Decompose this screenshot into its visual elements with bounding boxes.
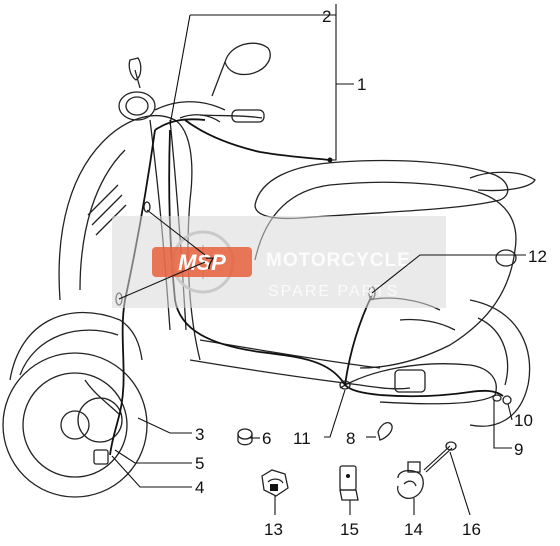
callout-labels: 2 1 7 12 3 6 11 8 10 9 5 4 13 15 14 16	[195, 7, 547, 539]
watermark-title: MOTORCYCLE	[266, 250, 411, 271]
callout-4: 4	[195, 478, 204, 497]
callout-16: 16	[462, 520, 481, 539]
part-15-bracket	[339, 465, 359, 501]
watermark-logo: MSP	[178, 250, 226, 275]
callout-12: 12	[528, 247, 547, 266]
part-6-bushing	[237, 428, 253, 446]
watermark-subtitle: SPARE PARTS	[268, 283, 399, 300]
leader-lines	[111, 4, 526, 516]
part-16-rod	[423, 441, 457, 473]
callout-14: 14	[404, 520, 423, 539]
part-14-clamp	[396, 461, 424, 499]
callout-13: 13	[264, 520, 283, 539]
callout-11: 11	[293, 429, 311, 448]
callout-10: 10	[514, 411, 533, 430]
callout-9: 9	[514, 440, 523, 459]
part-13-clamp	[261, 469, 289, 497]
callout-5: 5	[195, 454, 204, 473]
callout-15: 15	[340, 520, 359, 539]
callout-8: 8	[346, 429, 355, 448]
loose-parts	[237, 421, 457, 501]
callout-3: 3	[195, 425, 204, 444]
callout-6: 6	[262, 429, 271, 448]
watermark: MSP MOTORCYCLE SPARE PARTS	[112, 216, 446, 308]
callout-1: 1	[357, 75, 366, 94]
callout-7: 7	[205, 254, 214, 273]
callout-2: 2	[322, 7, 331, 26]
part-8-clip	[377, 421, 393, 441]
